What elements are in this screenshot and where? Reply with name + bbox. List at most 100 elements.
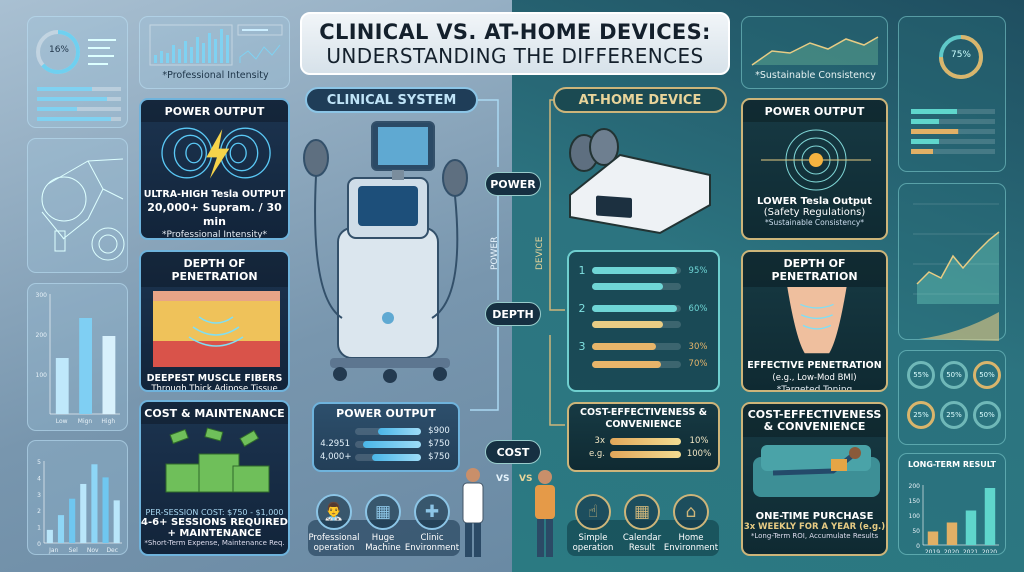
- depth-bar-fill: [592, 360, 662, 368]
- home-depth-card: DEPTH OF PENETRATION EFFECTIVE PENETRATI…: [741, 250, 888, 392]
- bar-track: [911, 149, 995, 154]
- row-bar-fill: [610, 437, 681, 445]
- depth-bar-row: [577, 283, 710, 290]
- bar-fill: [911, 139, 939, 144]
- feature-label: Calendar Result: [622, 533, 662, 553]
- doctor-icon: 👨‍⚕: [316, 494, 352, 530]
- group-label: 2: [578, 302, 586, 315]
- bar: [46, 529, 53, 543]
- y-tick-label: 5: [37, 459, 41, 466]
- depth-bar: [592, 321, 681, 328]
- depth-bar-fill: [592, 283, 664, 290]
- depth-bar-fill: [592, 321, 664, 328]
- bar: [102, 477, 109, 543]
- bar-fill: [911, 109, 957, 114]
- bar: [946, 522, 958, 545]
- y-tick-label: 3: [37, 492, 41, 499]
- feature-label: Professional operation: [308, 533, 360, 553]
- network-diagram-panel: [27, 138, 128, 273]
- group-label: 3: [578, 340, 586, 353]
- home-consistency-panel: *Sustainable Consistency: [741, 16, 888, 89]
- y-tick-label: 200: [36, 332, 48, 339]
- depth-bar: [592, 283, 681, 290]
- money-stack-icon: [165, 427, 270, 493]
- y-tick-label: 0: [37, 541, 41, 548]
- feature-label: Simple operation: [572, 533, 614, 553]
- table-row: 4,000+$750: [320, 452, 452, 462]
- table-row: e.g.100%: [575, 449, 712, 459]
- depth-bar-row: 2 60%: [577, 302, 710, 315]
- row-value: $750: [428, 439, 450, 449]
- bar: [79, 318, 92, 414]
- bar: [69, 498, 76, 543]
- row-value: $750: [428, 452, 450, 462]
- x-tick-label: 2020: [982, 549, 997, 553]
- x-tick-label: 2021: [963, 549, 978, 553]
- vs-label-right: VS: [519, 474, 533, 484]
- y-tick-label: 4: [37, 475, 41, 482]
- table-row: 4.2951 $750: [320, 439, 452, 449]
- x-tick-label: High: [101, 418, 115, 425]
- x-tick-label: Jan: [48, 547, 58, 554]
- couch-relaxing-icon: [753, 445, 880, 497]
- flow-node-cost: COST: [485, 440, 541, 464]
- depth-bar: [592, 305, 681, 312]
- clinical-system-label: CLINICAL SYSTEM: [305, 87, 478, 113]
- bar: [102, 336, 116, 414]
- feature-label: Huge Machine: [365, 533, 401, 553]
- row-value: $900: [428, 426, 450, 436]
- row-bar: [610, 450, 681, 458]
- calendar-icon: ▦: [624, 494, 660, 530]
- y-tick-label: 50: [912, 528, 920, 535]
- tap-hand-icon: ☝: [575, 494, 611, 530]
- home-device-label: AT-HOME DEVICE: [553, 87, 727, 113]
- percent-ring: 50%: [973, 361, 1001, 389]
- percent-ring: 50%: [973, 401, 1001, 429]
- row-label: 3x: [594, 436, 605, 446]
- clinical-depth-card: DEPTH OF PENETRATION DEEPEST MUSCLE FIBE…: [139, 250, 290, 392]
- x-tick-label: 2020: [944, 549, 959, 553]
- table-row: 3x 10%: [575, 436, 712, 446]
- x-tick-label: Low: [56, 418, 68, 425]
- row-label: e.g.: [588, 449, 605, 459]
- depth-percent: 60%: [688, 303, 708, 314]
- flow-node-power: POWER: [485, 172, 541, 196]
- percent-ring: 55%: [907, 361, 935, 389]
- page-title: CLINICAL VS. AT-HOME DEVICES: UNDERSTAND…: [300, 12, 730, 75]
- home-ring-stat-panel: 75%: [898, 16, 1006, 172]
- bar-fill: [911, 149, 933, 154]
- x-tick-label: Dec: [106, 547, 118, 554]
- y-tick-label: 100: [909, 513, 921, 520]
- depth-percent: 95%: [688, 265, 708, 276]
- y-tick-label: 1: [37, 525, 41, 532]
- depth-bar-row: [577, 321, 710, 328]
- depth-bar-fill: [592, 267, 677, 274]
- clinic-bed-icon: ✚: [414, 494, 450, 530]
- y-tick-label: 0: [916, 543, 920, 550]
- row-label: 4.2951: [320, 439, 350, 449]
- group-label: 1: [578, 264, 586, 277]
- row-bar: [610, 437, 681, 445]
- lightning-bolt-icon: [161, 127, 271, 179]
- bar: [965, 510, 977, 545]
- x-tick-label: Sel: [69, 547, 79, 554]
- row-bar: [355, 453, 421, 461]
- clinical-intensity-panel: *Professional Intensity: [139, 16, 290, 89]
- y-tick-label: 100: [36, 372, 48, 379]
- ring-stat-panel: 16%: [27, 16, 128, 128]
- home-growth-chart: [898, 183, 1006, 341]
- row-value: 10%: [689, 436, 709, 446]
- clinical-cost-card: COST & MAINTENANCE PER-SESSION COST: $75…: [139, 400, 290, 556]
- row-bar-fill: [362, 440, 421, 448]
- x-tick-label: Mign: [78, 418, 93, 425]
- row-bar-fill: [610, 450, 681, 458]
- bar: [57, 515, 65, 543]
- percent-ring: 25%: [940, 401, 968, 429]
- progress-ring-icon: [911, 35, 995, 154]
